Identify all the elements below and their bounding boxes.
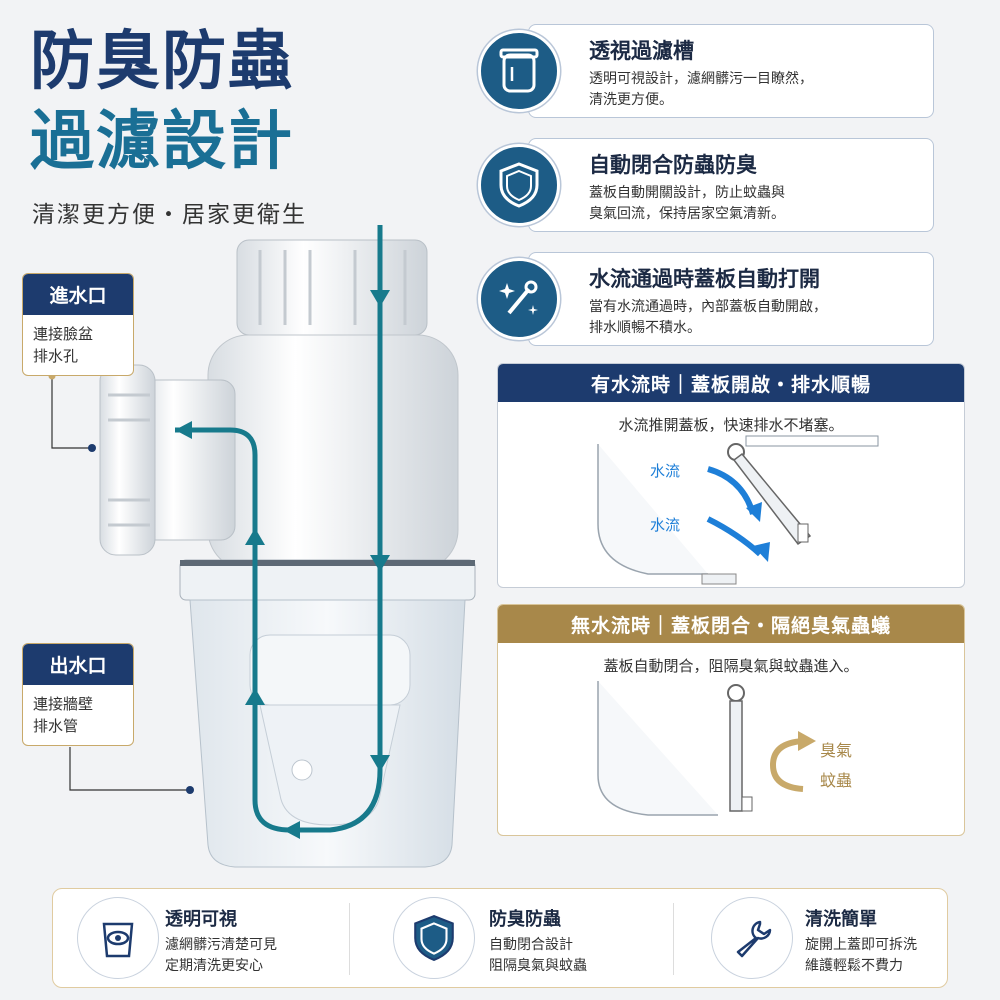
panel-closed-subtitle: 蓋板自動閉合，阻隔臭氣與蚊蟲進入。: [603, 657, 859, 675]
bottom-desc-line2: 阻隔臭氣與蚊蟲: [489, 958, 587, 974]
feature-desc-line1: 當有水流通過時，內部蓋板自動開啟，: [589, 299, 827, 315]
feature-desc-line2: 清洗更方便。: [589, 92, 673, 108]
wrench-icon: [711, 897, 793, 979]
inlet-label: 進水口 連接臉盆 排水孔: [22, 273, 134, 376]
bottom-desc-line1: 自動閉合設計: [489, 937, 573, 953]
bottom-desc-line1: 旋開上蓋即可拆洗: [805, 937, 917, 953]
feature-desc: 透明可視設計，濾網髒污一目瞭然， 清洗更方便。: [589, 69, 813, 111]
inlet-desc-line2: 排水孔: [33, 347, 79, 365]
bottom-desc-line1: 濾網髒污清楚可見: [165, 937, 277, 953]
bottom-desc-line2: 維護輕鬆不費力: [805, 958, 903, 974]
feature-title: 水流通過時蓋板自動打開: [589, 267, 820, 291]
bottom-feature-title: 透明可視: [165, 909, 237, 930]
flow-label: 水流: [650, 462, 681, 480]
panel-open-header: 有水流時｜蓋板開啟・排水順暢: [498, 364, 964, 402]
feature-desc-line2: 排水順暢不積水。: [589, 320, 701, 336]
panel-open-subtitle: 水流推開蓋板，快速排水不堵塞。: [618, 416, 844, 434]
feature-card-filter: 透視過濾槽 透明可視設計，濾網髒污一目瞭然， 清洗更方便。: [528, 24, 934, 118]
flap-open-diagram: [597, 435, 879, 585]
bottom-features-bar: 透明可視 濾網髒污清楚可見 定期清洗更安心 防臭防蟲 自動閉合設計 阻隔臭氣與蚊…: [52, 888, 948, 988]
blocked-label: 蚊蟲: [820, 771, 853, 790]
feature-desc: 當有水流通過時，內部蓋板自動開啟， 排水順暢不積水。: [589, 297, 827, 339]
bottom-feature-desc: 濾網髒污清楚可見 定期清洗更安心: [165, 935, 277, 977]
feature-desc-line2: 臭氣回流，保持居家空氣清新。: [589, 206, 785, 222]
hero-title-line2: 過濾設計: [30, 105, 294, 179]
bottom-feature-title: 清洗簡單: [805, 909, 877, 930]
filter-cup-icon: [478, 30, 560, 112]
outlet-label: 出水口 連接牆壁 排水管: [22, 643, 134, 746]
feature-desc: 蓋板自動開關設計，防止蚊蟲與 臭氣回流，保持居家空氣清新。: [589, 183, 785, 225]
feature-desc-line1: 蓋板自動開關設計，防止蚊蟲與: [589, 185, 785, 201]
outlet-label-title: 出水口: [23, 644, 133, 685]
inlet-label-desc: 連接臉盆 排水孔: [23, 315, 133, 375]
bottom-feature-desc: 自動閉合設計 阻隔臭氣與蚊蟲: [489, 935, 587, 977]
inlet-desc-line1: 連接臉盆: [33, 325, 94, 343]
divider: [673, 903, 674, 975]
hero-title: 防臭防蟲 過濾設計: [30, 22, 294, 182]
divider: [349, 903, 350, 975]
bottom-desc-line2: 定期清洗更安心: [165, 958, 263, 974]
panel-closed-header: 無水流時｜蓋板閉合・隔絕臭氣蟲蟻: [498, 605, 964, 643]
panel-flow-open: 有水流時｜蓋板開啟・排水順暢 水流推開蓋板，快速排水不堵塞。 水流 水流: [497, 363, 965, 588]
shield-icon: [478, 144, 560, 226]
transparent-cup-eye-icon: [77, 897, 159, 979]
outlet-desc-line1: 連接牆壁: [33, 695, 94, 713]
hero-title-line1: 防臭防蟲: [30, 25, 294, 99]
flow-label: 水流: [650, 516, 681, 534]
bottom-feature-desc: 旋開上蓋即可拆洗 維護輕鬆不費力: [805, 935, 917, 977]
feature-title: 透視過濾槽: [589, 39, 694, 63]
outlet-label-desc: 連接牆壁 排水管: [23, 685, 133, 745]
drain-trap-illustration: [99, 225, 476, 868]
inlet-label-title: 進水口: [23, 274, 133, 315]
blocked-label: 臭氣: [820, 741, 853, 760]
hero-subtitle: 清潔更方便・居家更衛生: [32, 202, 307, 228]
feature-title: 自動閉合防蟲防臭: [589, 153, 757, 177]
flap-closed-diagram: [597, 681, 816, 816]
shield-icon: [393, 897, 475, 979]
panel-flow-closed: 無水流時｜蓋板閉合・隔絕臭氣蟲蟻 蓋板自動閉合，阻隔臭氣與蚊蟲進入。 臭氣 蚊蟲: [497, 604, 965, 836]
bottom-feature-title: 防臭防蟲: [489, 909, 561, 930]
feature-card-auto-close: 自動閉合防蟲防臭 蓋板自動開關設計，防止蚊蟲與 臭氣回流，保持居家空氣清新。: [528, 138, 934, 232]
outlet-desc-line2: 排水管: [33, 717, 79, 735]
feature-desc-line1: 透明可視設計，濾網髒污一目瞭然，: [589, 71, 813, 87]
sparkle-tool-icon: [478, 258, 560, 340]
feature-card-auto-open: 水流通過時蓋板自動打開 當有水流通過時，內部蓋板自動開啟， 排水順暢不積水。: [528, 252, 934, 346]
